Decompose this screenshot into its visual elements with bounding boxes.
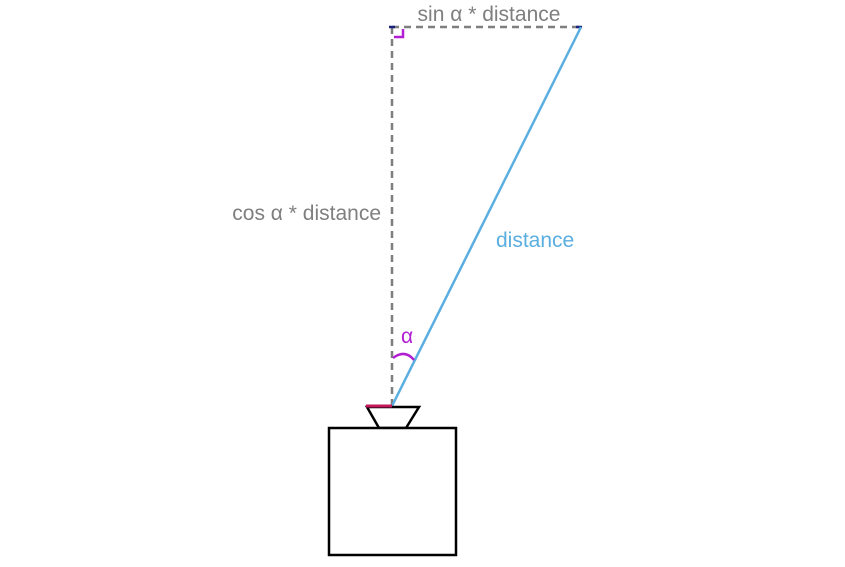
angle-alpha-label: α (401, 325, 413, 348)
device-body (327, 426, 458, 557)
angle-arc (392, 352, 415, 361)
sin-distance-label: sin α * distance (418, 3, 561, 26)
distance-label: distance (496, 229, 574, 252)
distance-line (390, 26, 583, 407)
cos-distance-label: cos α * distance (232, 202, 381, 225)
sensor-head (364, 405, 422, 430)
right-angle-marker (394, 29, 405, 39)
